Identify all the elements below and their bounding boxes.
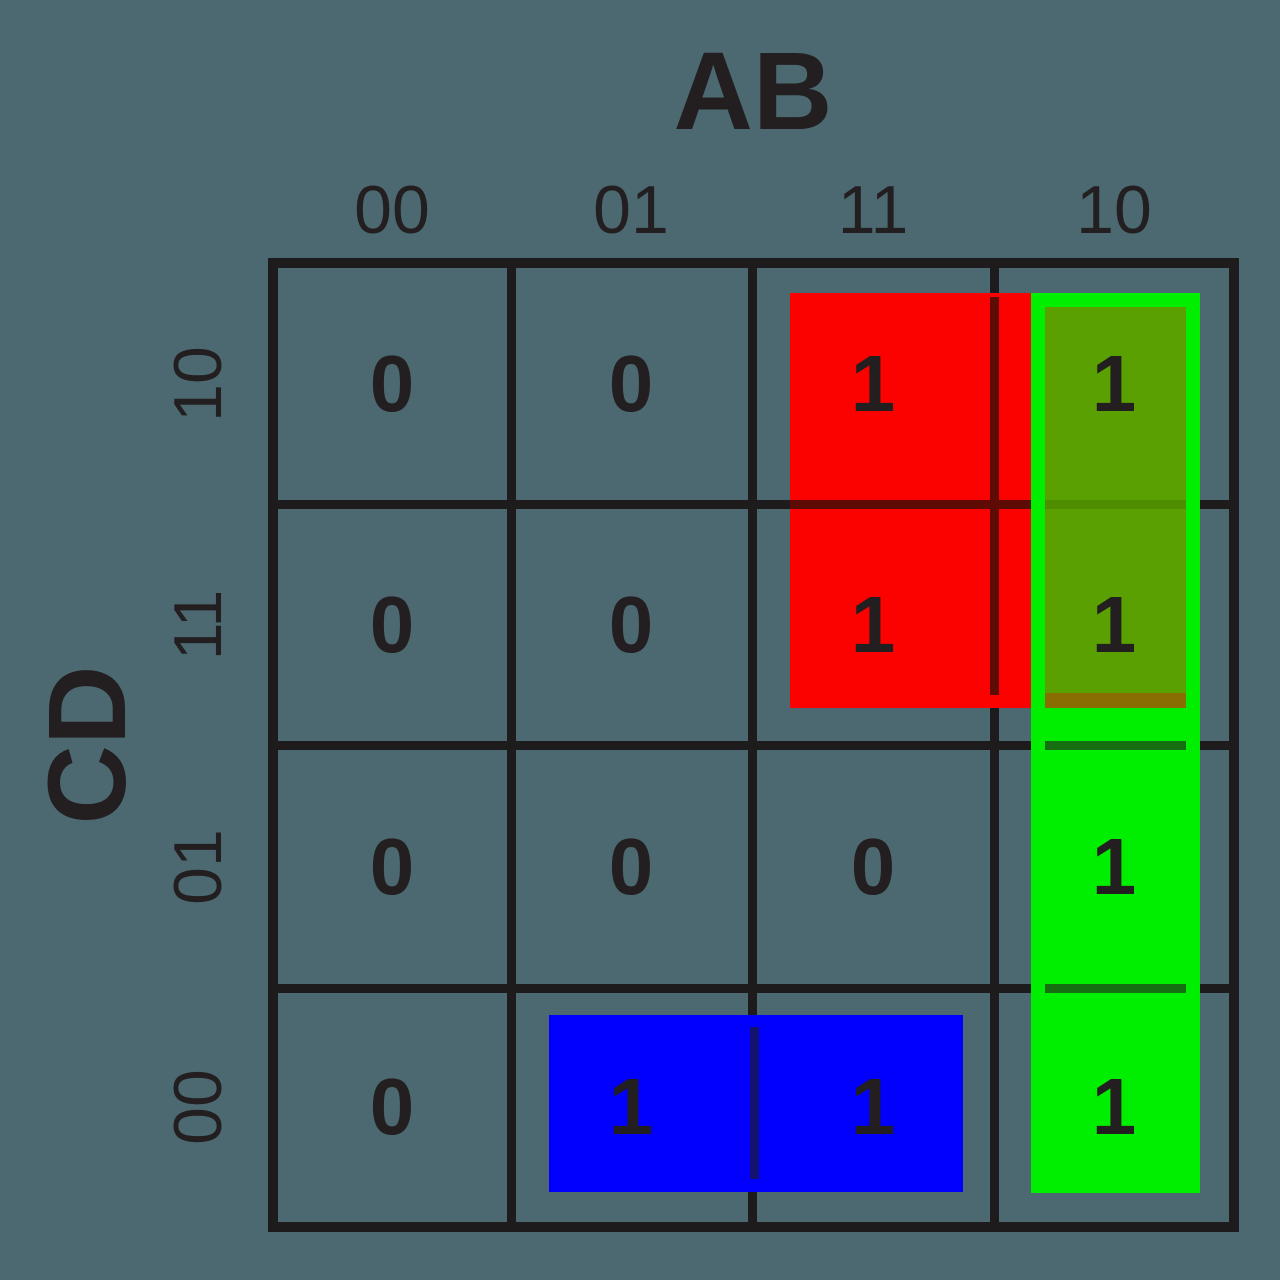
grid-line-horizontal-2 [268, 741, 1239, 750]
grid-line-through-overlap [1045, 500, 1186, 509]
grid-line-through-green-2 [1045, 984, 1186, 993]
red-edge-under-green [1045, 693, 1186, 708]
grid-line-through-red [990, 297, 999, 695]
grid-line-through-blue [750, 1027, 759, 1179]
kmap-cell: 0 [369, 1062, 415, 1151]
col-header-11: 11 [837, 172, 909, 248]
kmap-cell: 1 [850, 1062, 896, 1151]
row-variable-label: CD [26, 665, 149, 825]
col-header-01: 01 [593, 172, 669, 248]
col-header-10: 10 [1076, 172, 1152, 248]
row-header-01: 01 [160, 829, 236, 905]
col-variable-label: AB [673, 30, 833, 153]
kmap-cell: 0 [850, 822, 896, 911]
kmap-cell: 1 [850, 339, 896, 428]
row-header-10: 10 [160, 346, 236, 422]
kmap-cell: 1 [1091, 339, 1137, 428]
kmap-cell: 0 [369, 339, 415, 428]
kmap-cell: 1 [1091, 822, 1137, 911]
kmap-cell: 0 [608, 822, 654, 911]
kmap-cell: 0 [608, 339, 654, 428]
kmap-cell: 1 [1091, 580, 1137, 669]
col-header-00: 00 [354, 172, 430, 248]
row-header-00: 00 [160, 1069, 236, 1145]
grid-line-horizontal-1 [268, 500, 1239, 509]
kmap-cell: 0 [369, 822, 415, 911]
row-header-11: 11 [160, 589, 236, 661]
kmap-cell: 1 [1091, 1062, 1137, 1151]
grid-line-through-green-1 [1045, 741, 1186, 750]
grid-line-horizontal-3 [268, 984, 1239, 993]
grid-line-through-red-horizontal [790, 500, 1031, 509]
kmap-cell: 0 [608, 580, 654, 669]
kmap-cell: 1 [850, 580, 896, 669]
kmap-cell: 1 [608, 1062, 654, 1151]
kmap-cell: 0 [369, 580, 415, 669]
